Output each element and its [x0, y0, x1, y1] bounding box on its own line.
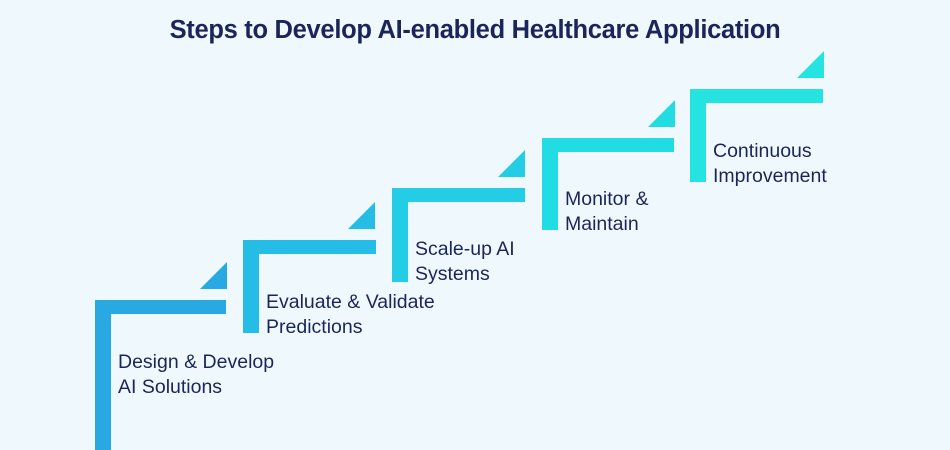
step-tread-1 — [95, 300, 226, 314]
step-label-2: Evaluate & Validate Predictions — [266, 290, 435, 340]
step-label-5-line1: Continuous — [713, 140, 812, 162]
step-arrow-icon-3 — [498, 150, 525, 177]
step-arrow-icon-4 — [648, 100, 675, 127]
step-label-5: Continuous Improvement — [713, 139, 827, 189]
step-label-3-line1: Scale-up AI — [415, 238, 515, 260]
step-arrow-icon-5 — [797, 51, 824, 78]
step-label-4: Monitor & Maintain — [565, 187, 648, 237]
step-label-4-line1: Monitor & — [565, 188, 649, 210]
step-label-2-line2: Predictions — [266, 316, 363, 338]
step-tread-3 — [392, 188, 525, 202]
step-label-1-line2: AI Solutions — [118, 376, 223, 398]
step-arrow-icon-2 — [348, 202, 375, 229]
step-arrow-icon-1 — [200, 262, 227, 289]
step-riser-3 — [392, 188, 408, 282]
step-tread-2 — [243, 240, 376, 254]
step-riser-2 — [243, 240, 259, 333]
step-label-1-line1: Design & Develop — [118, 351, 275, 373]
step-riser-5 — [690, 89, 706, 182]
step-tread-4 — [542, 138, 674, 152]
step-label-3: Scale-up AI Systems — [415, 237, 515, 287]
step-riser-4 — [542, 138, 558, 230]
step-label-2-line1: Evaluate & Validate — [266, 291, 435, 313]
step-label-4-line2: Maintain — [565, 213, 639, 235]
page-title: Steps to Develop AI-enabled Healthcare A… — [169, 16, 781, 44]
step-label-3-line2: Systems — [415, 263, 490, 285]
step-riser-1 — [95, 300, 111, 450]
step-label-1: Design & Develop AI Solutions — [118, 350, 274, 400]
step-label-5-line2: Improvement — [713, 165, 827, 187]
step-tread-5 — [690, 89, 823, 103]
